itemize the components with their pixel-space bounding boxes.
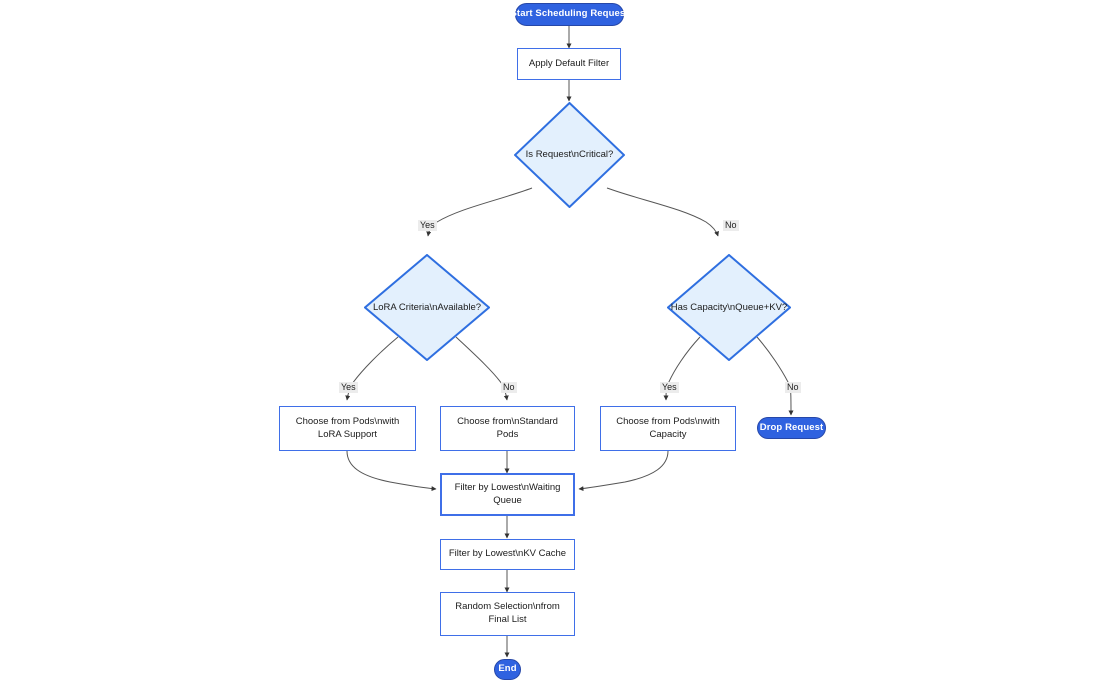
- node-label-line-2: Final List: [488, 614, 527, 625]
- diamond-shape: [667, 254, 791, 361]
- edge-label-capacity-no: No: [785, 382, 801, 394]
- node-choose-pods-with-capacity[interactable]: Choose from Pods\nwith Capacity: [600, 406, 736, 451]
- node-label-line-1: Random Selection\nfrom: [455, 601, 560, 613]
- diamond-shape: [514, 102, 625, 208]
- node-label: End: [498, 663, 517, 675]
- node-label-line-1: Choose from Pods\nwith: [616, 415, 720, 427]
- node-label: Is Request\nCritical?: [525, 149, 614, 161]
- node-label-line-1: Choose from\nStandard: [457, 415, 558, 427]
- node-lora-criteria-available[interactable]: LoRA Criteria\nAvailable?: [364, 254, 490, 361]
- node-choose-standard-pods[interactable]: Choose from\nStandard Pods: [440, 406, 575, 451]
- node-end[interactable]: End: [494, 659, 521, 680]
- node-start-scheduling-request[interactable]: Start Scheduling Request: [511, 3, 628, 26]
- edge-critical-to-capacity: [606, 187, 719, 237]
- node-label-line-2: Capacity: [649, 428, 687, 440]
- node-label-line-1: Filter by Lowest\nWaiting: [454, 481, 561, 493]
- edge-podscap-to-waitqueue: [578, 450, 669, 492]
- node-has-capacity-queue-kv[interactable]: Has Capacity\nQueue+KV?: [667, 254, 791, 361]
- node-label-line-2: Pods: [496, 428, 519, 440]
- node-label-line-2: Queue: [493, 494, 522, 506]
- node-is-request-critical[interactable]: Is Request\nCritical?: [514, 102, 625, 208]
- node-label-line-2: LoRA Support: [317, 428, 378, 440]
- edge-podslora-to-waitqueue: [346, 450, 437, 492]
- edge-label-critical-yes: Yes: [418, 220, 437, 232]
- node-random-selection-final-list[interactable]: Random Selection\nfrom Final List: [440, 592, 575, 636]
- edge-label-capacity-yes: Yes: [660, 382, 679, 394]
- node-label: Has Capacity\nQueue+KV?: [670, 301, 788, 313]
- node-label: Drop Request: [759, 421, 824, 433]
- node-filter-lowest-waiting-queue[interactable]: Filter by Lowest\nWaiting Queue: [440, 473, 575, 516]
- node-label: Start Scheduling Request: [510, 8, 629, 20]
- node-drop-request[interactable]: Drop Request: [757, 417, 826, 439]
- edge-label-lora-no: No: [501, 382, 517, 394]
- node-label: Apply Default Filter: [528, 57, 610, 69]
- node-label: LoRA Criteria\nAvailable?: [372, 301, 482, 313]
- node-filter-lowest-kv-cache[interactable]: Filter by Lowest\nKV Cache: [440, 539, 575, 570]
- node-apply-default-filter[interactable]: Apply Default Filter: [517, 48, 621, 80]
- node-choose-pods-lora-support[interactable]: Choose from Pods\nwith LoRA Support: [279, 406, 416, 451]
- node-label-line-1: Choose from Pods\nwith: [295, 415, 400, 427]
- diamond-shape: [364, 254, 490, 361]
- node-label: Filter by Lowest\nKV Cache: [448, 548, 567, 560]
- edge-label-critical-no: No: [723, 220, 739, 232]
- edge-label-lora-yes: Yes: [339, 382, 358, 394]
